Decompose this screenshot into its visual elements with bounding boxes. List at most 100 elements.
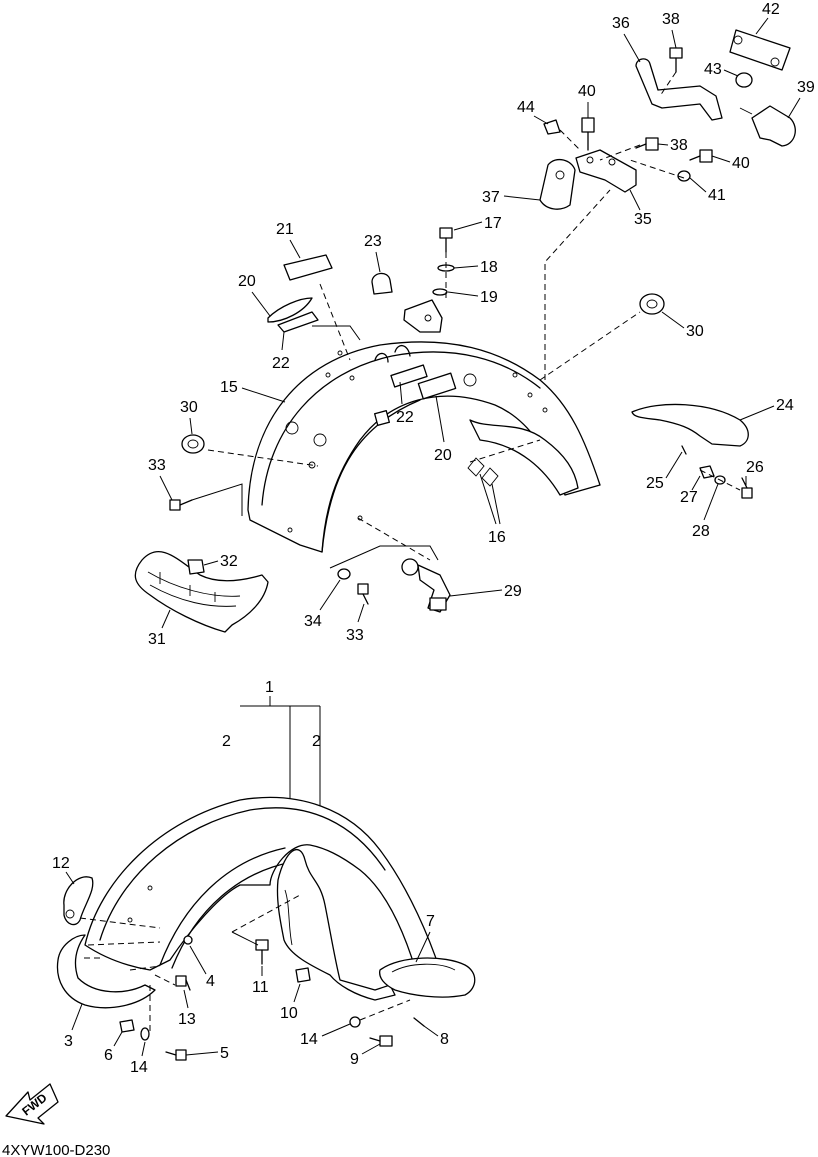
bracket-part-12 <box>63 876 94 926</box>
bolt-part-17 <box>439 227 453 253</box>
callout-33-lower: 33 <box>346 627 364 644</box>
callout-25: 25 <box>646 475 664 492</box>
bolt-part-13 <box>175 975 191 991</box>
callout-38-mid: 38 <box>670 137 688 154</box>
bolt-part-33-left <box>169 499 193 511</box>
callout-1: 1 <box>265 679 274 696</box>
fender-top-bracket <box>403 299 443 333</box>
callout-2-right: 2 <box>312 733 321 750</box>
nut-part-44 <box>543 119 561 135</box>
plate-part-42 <box>729 29 791 71</box>
callout-4: 4 <box>206 973 215 990</box>
bolt-part-38-top <box>669 47 683 73</box>
pad-part-20 <box>267 297 313 323</box>
callout-40-top: 40 <box>578 83 596 100</box>
callout-22-lower: 22 <box>396 409 414 426</box>
bolt-part-11 <box>255 939 269 965</box>
fender-tip-part-7 <box>379 957 476 998</box>
callout-26: 26 <box>746 459 764 476</box>
callout-6: 6 <box>104 1047 113 1064</box>
callout-9: 9 <box>350 1051 359 1068</box>
washer-part-34 <box>337 568 351 580</box>
grommet-part-30-left <box>181 434 205 454</box>
nut-part-6 <box>119 1019 135 1033</box>
callout-44: 44 <box>517 99 535 116</box>
callout-31: 31 <box>148 631 166 648</box>
bracket-part-37 <box>539 158 576 210</box>
callout-13: 13 <box>178 1011 196 1028</box>
callout-19: 19 <box>480 289 498 306</box>
callout-36: 36 <box>612 15 630 32</box>
bracket-part-35 <box>575 149 637 193</box>
bolt-part-5 <box>165 1049 187 1061</box>
callout-3: 3 <box>64 1033 73 1050</box>
callout-14-right: 14 <box>300 1031 318 1048</box>
clip-part-25 <box>681 445 687 455</box>
callout-41: 41 <box>708 187 726 204</box>
callout-43: 43 <box>704 61 722 78</box>
bolt-part-33-lower <box>357 583 369 605</box>
callout-10: 10 <box>280 1005 298 1022</box>
callout-20-upper: 20 <box>238 273 256 290</box>
mudflap-part-24 <box>631 403 749 447</box>
bolt-part-26 <box>741 477 753 499</box>
inner-fender-part <box>276 848 396 1001</box>
grommet-part-30-right <box>639 293 665 315</box>
callout-39: 39 <box>797 79 815 96</box>
fwd-arrow-icon: FWD <box>5 1083 59 1125</box>
callout-24: 24 <box>776 397 794 414</box>
callout-27: 27 <box>680 489 698 506</box>
pad-part-22-upper <box>277 311 319 333</box>
fender-tip-part-3 <box>56 934 156 1009</box>
callout-30-left: 30 <box>180 399 198 416</box>
nut-part-19 <box>432 288 448 296</box>
callout-29: 29 <box>504 583 522 600</box>
stay-part-36 <box>635 58 723 121</box>
bracket-part-29 <box>401 558 451 613</box>
washer-part-14-right <box>349 1016 361 1028</box>
callout-12: 12 <box>52 855 70 872</box>
callout-7: 7 <box>426 913 435 930</box>
diagram-code: 4XYW100-D230 <box>2 1142 110 1157</box>
nut-part-41 <box>677 170 691 182</box>
callout-14-left: 14 <box>130 1059 148 1076</box>
callout-37: 37 <box>482 189 500 206</box>
clamp-part-23 <box>371 272 393 295</box>
clip-part-32 <box>187 559 205 575</box>
callout-8: 8 <box>440 1031 449 1048</box>
callout-20-lower: 20 <box>434 447 452 464</box>
bolt-part-38-mid <box>635 137 659 151</box>
nut-part-10 <box>295 967 311 983</box>
callout-38-top: 38 <box>662 11 680 28</box>
pad-part-21 <box>283 254 333 281</box>
rear-fender-part <box>247 341 601 553</box>
callout-11: 11 <box>252 979 269 996</box>
bolt-part-40-top <box>581 117 595 151</box>
clip-part-8 <box>413 1017 425 1027</box>
callout-18: 18 <box>480 259 498 276</box>
callout-22-upper: 22 <box>272 355 290 372</box>
callout-35: 35 <box>634 211 652 228</box>
bolt-part-40-right <box>689 149 713 163</box>
callout-17: 17 <box>484 215 502 232</box>
callout-34: 34 <box>304 613 322 630</box>
callout-15: 15 <box>220 379 238 396</box>
callout-33-left: 33 <box>148 457 166 474</box>
callout-28: 28 <box>692 523 710 540</box>
callout-21: 21 <box>276 221 294 238</box>
callout-2-left: 2 <box>222 733 231 750</box>
callout-40-right: 40 <box>732 155 750 172</box>
callout-30-right: 30 <box>686 323 704 340</box>
callout-32: 32 <box>220 553 238 570</box>
light-part-39 <box>739 105 796 147</box>
callout-5: 5 <box>220 1045 229 1062</box>
nut-part-43 <box>735 72 753 88</box>
callout-42: 42 <box>762 1 780 18</box>
bolt-part-9 <box>369 1035 393 1047</box>
nut-part-4 <box>183 935 193 945</box>
callout-23: 23 <box>364 233 382 250</box>
callout-16: 16 <box>488 529 506 546</box>
front-fender-part <box>84 796 441 986</box>
washer-part-14-left <box>140 1027 150 1041</box>
